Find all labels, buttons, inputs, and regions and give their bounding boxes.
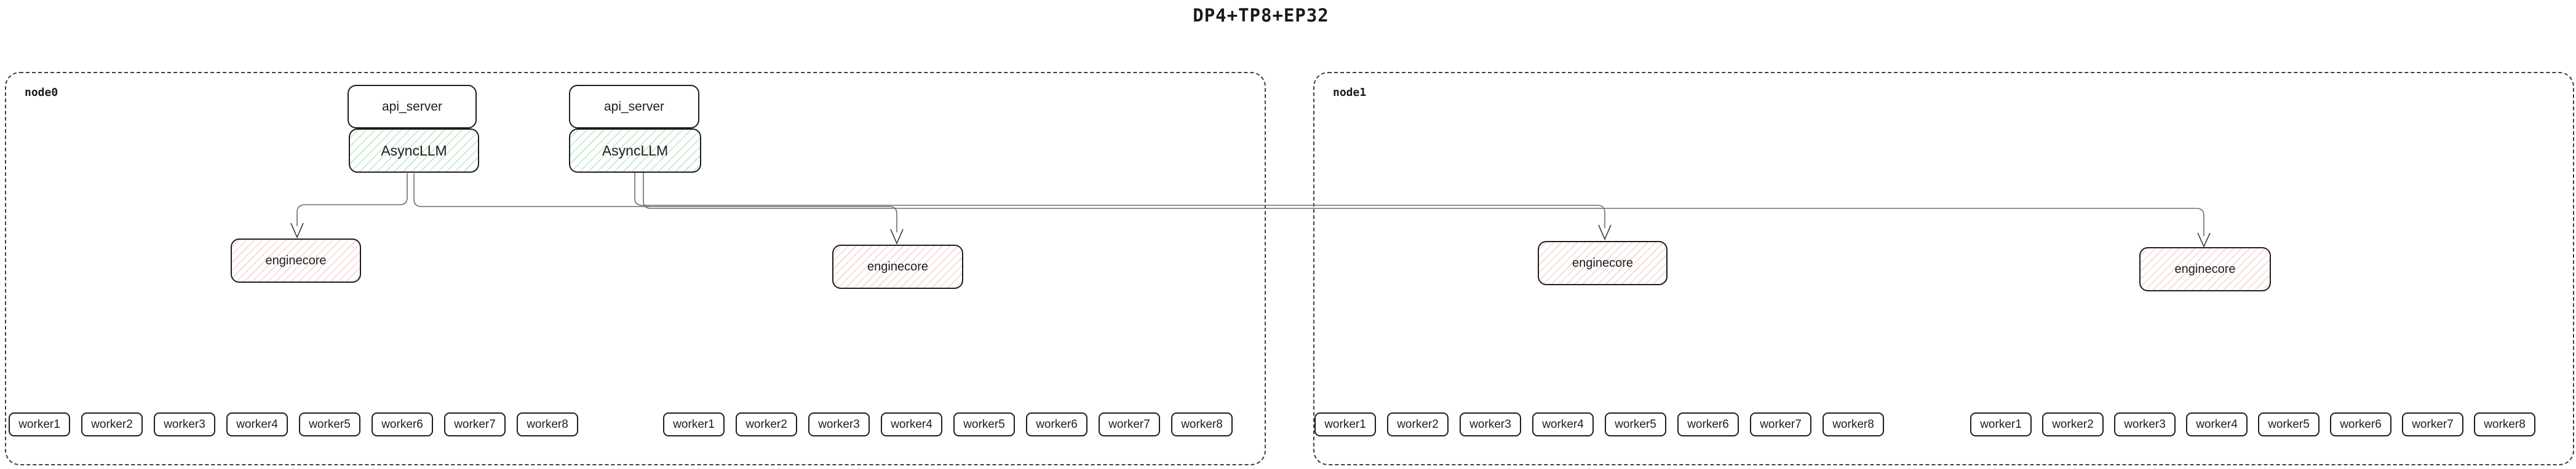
worker-label: worker6 (381, 417, 423, 431)
worker-label: worker3 (818, 417, 860, 431)
node1-g2-worker1: worker1 (1970, 412, 2032, 436)
enginecore-box-4: enginecore (2139, 247, 2271, 291)
asyncllm-label-1: AsyncLLM (381, 142, 447, 159)
node1-g2-worker8: worker8 (2474, 412, 2535, 436)
node0-g2-worker6: worker6 (1026, 412, 1087, 436)
worker-label: worker1 (1980, 417, 2022, 431)
node1-g1-worker7: worker7 (1750, 412, 1811, 436)
node0-label: node0 (25, 86, 58, 99)
worker-label: worker7 (1108, 417, 1150, 431)
worker-label: worker1 (1324, 417, 1366, 431)
worker-label: worker6 (1687, 417, 1729, 431)
node1-g2-worker4: worker4 (2186, 412, 2248, 436)
worker-label: worker5 (309, 417, 351, 431)
worker-label: worker5 (2268, 417, 2310, 431)
enginecore-label-1: enginecore (265, 253, 327, 267)
worker-label: worker2 (2052, 417, 2094, 431)
node1-g1-worker8: worker8 (1823, 412, 1884, 436)
node0-g1-worker5: worker5 (299, 412, 360, 436)
node1-g1-worker1: worker1 (1314, 412, 1376, 436)
node1-g2-worker2: worker2 (2042, 412, 2104, 436)
node0-g1-worker7: worker7 (444, 412, 506, 436)
asyncllm-label-2: AsyncLLM (602, 142, 669, 159)
enginecore-label-2: enginecore (867, 259, 928, 274)
worker-label: worker5 (963, 417, 1005, 431)
node0-g2-worker3: worker3 (808, 412, 870, 436)
node1-label: node1 (1333, 86, 1367, 99)
node0-g2-worker8: worker8 (1171, 412, 1233, 436)
worker-label: worker2 (745, 417, 787, 431)
node1-g2-worker6: worker6 (2330, 412, 2391, 436)
diagram-title: DP4+TP8+EP32 (1193, 5, 1329, 26)
worker-label: worker5 (1615, 417, 1656, 431)
node1-g1-worker6: worker6 (1677, 412, 1739, 436)
asyncllm-box-1: AsyncLLM (349, 128, 479, 173)
node0-g2-worker2: worker2 (736, 412, 797, 436)
worker-label: worker4 (236, 417, 278, 431)
api-server-box-2: api_server (569, 85, 699, 128)
worker-label: worker4 (891, 417, 932, 431)
worker-label: worker1 (18, 417, 60, 431)
node0-g2-worker1: worker1 (663, 412, 725, 436)
worker-label: worker1 (673, 417, 715, 431)
enginecore-box-2: enginecore (832, 245, 963, 289)
api-server-label-1: api_server (381, 99, 443, 114)
worker-label: worker7 (2412, 417, 2454, 431)
worker-label: worker3 (2124, 417, 2166, 431)
node0-g2-worker5: worker5 (953, 412, 1015, 436)
node1-g1-worker3: worker3 (1460, 412, 1521, 436)
node1-g1-worker5: worker5 (1605, 412, 1666, 436)
node1-g2-worker5: worker5 (2258, 412, 2320, 436)
worker-label: worker2 (1397, 417, 1439, 431)
enginecore-box-3: enginecore (1538, 241, 1668, 285)
worker-label: worker4 (1542, 417, 1584, 431)
node0-g1-worker1: worker1 (9, 412, 70, 436)
asyncllm-box-2: AsyncLLM (569, 128, 701, 173)
worker-label: worker8 (1832, 417, 1874, 431)
node0-g1-worker8: worker8 (517, 412, 578, 436)
node0-g1-worker3: worker3 (154, 412, 215, 436)
worker-label: worker6 (2340, 417, 2382, 431)
node0-g2-worker7: worker7 (1099, 412, 1160, 436)
enginecore-label-3: enginecore (1572, 256, 1633, 270)
node0-container (5, 72, 1266, 465)
worker-label: worker6 (1036, 417, 1078, 431)
worker-label: worker3 (164, 417, 205, 431)
worker-label: worker7 (454, 417, 496, 431)
node1-g1-worker4: worker4 (1532, 412, 1594, 436)
node0-g1-worker6: worker6 (372, 412, 433, 436)
worker-label: worker8 (2484, 417, 2526, 431)
worker-label: worker3 (1469, 417, 1511, 431)
node0-g1-worker2: worker2 (81, 412, 143, 436)
node1-g2-worker3: worker3 (2114, 412, 2176, 436)
worker-label: worker7 (1760, 417, 1802, 431)
enginecore-box-1: enginecore (231, 238, 361, 283)
worker-label: worker8 (527, 417, 568, 431)
enginecore-label-4: enginecore (2174, 262, 2236, 276)
node1-g2-worker7: worker7 (2402, 412, 2463, 436)
worker-label: worker8 (1181, 417, 1223, 431)
api-server-label-2: api_server (603, 99, 665, 114)
api-server-box-1: api_server (348, 85, 477, 128)
worker-label: worker2 (91, 417, 133, 431)
node0-g2-worker4: worker4 (881, 412, 942, 436)
worker-label: worker4 (2196, 417, 2238, 431)
node1-container (1313, 72, 2574, 465)
node0-g1-worker4: worker4 (226, 412, 288, 436)
node1-g1-worker2: worker2 (1387, 412, 1449, 436)
